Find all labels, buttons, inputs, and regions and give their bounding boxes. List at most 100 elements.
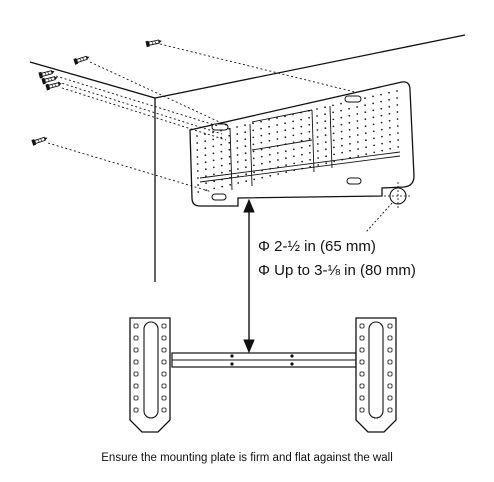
perforation-dot [244, 131, 247, 134]
perforation-dot [340, 123, 343, 126]
wall-bracket [129, 317, 397, 433]
perforation-dot [300, 146, 303, 149]
perforation-dot [356, 113, 359, 115]
perforation-dot [268, 132, 271, 135]
bracket-hole [359, 335, 365, 341]
perforation-dot [244, 138, 247, 141]
perforation-dot [245, 166, 247, 169]
perforation-dot [285, 157, 287, 160]
perforation-dot [253, 164, 255, 167]
perforation-dot [228, 162, 231, 165]
perforation-dot [316, 115, 318, 117]
perforation-dot [205, 175, 207, 178]
perforation-dot [325, 155, 327, 158]
perforation-dot [388, 126, 391, 129]
bracket-hole [161, 359, 167, 365]
perforation-dot [252, 150, 255, 153]
perforation-dot [220, 136, 223, 139]
perforation-dot [228, 127, 230, 130]
perforation-dot [364, 104, 366, 107]
perforation-dot [364, 125, 367, 128]
perforation-dot [196, 163, 199, 165]
perforation-dot [244, 145, 247, 148]
perforation-dot [237, 182, 240, 184]
perforation-dot [212, 145, 215, 148]
perforation-dot [204, 168, 207, 171]
perforation-dot [396, 90, 398, 92]
bracket-hole [161, 383, 167, 389]
perforation-dot [268, 125, 270, 128]
perforation-dot [277, 159, 279, 161]
perforation-dot [396, 104, 399, 106]
perforation-dot [381, 135, 383, 138]
bracket-hole [161, 323, 167, 329]
perforation-dot [236, 147, 239, 149]
perforation-dot [205, 182, 208, 185]
perforation-dot [349, 149, 351, 152]
perforation-dot [196, 156, 199, 158]
perforation-dot [348, 121, 351, 124]
perforation-dot [340, 109, 342, 112]
bracket-hole [387, 335, 393, 341]
bracket-holes [133, 323, 393, 413]
perforation-dot [381, 149, 384, 152]
perforation-dot [381, 142, 383, 145]
perforation-dot [292, 148, 295, 151]
perforation-dot [372, 123, 375, 126]
perforation-dot [212, 159, 215, 162]
perforation-dot [244, 152, 247, 155]
perforation-dot [204, 154, 207, 157]
perforation-dot [356, 134, 359, 136]
perforation-dot [196, 135, 198, 137]
perforation-dot [397, 139, 399, 141]
perforation-dot [364, 97, 366, 100]
perforation-dot [212, 131, 214, 134]
perforation-dot [252, 157, 255, 160]
bracket-hole [387, 359, 393, 365]
perforation-dot [276, 117, 278, 119]
perforation-dot [196, 170, 199, 172]
perforation-dot [284, 150, 287, 153]
perforation-dot [388, 98, 390, 101]
perforation-dot [277, 173, 280, 175]
perforation-dot [372, 116, 375, 119]
perforation-dot [293, 162, 295, 165]
bracket-hole [387, 371, 393, 377]
perforation-dot [253, 178, 256, 181]
perforation-dot [348, 128, 351, 131]
perforation-dot [260, 148, 263, 151]
perforation-dot [372, 109, 375, 112]
perforation-dot [348, 107, 350, 110]
perforation-dot [365, 146, 367, 149]
perforation-dot [332, 139, 335, 142]
perforation-dot [292, 120, 294, 123]
perforation-dot [252, 122, 254, 125]
perforation-dot [308, 116, 310, 119]
bracket-hole [133, 359, 139, 365]
perforation-dot [372, 130, 375, 133]
perforation-dot [380, 121, 383, 124]
perforation-dot [380, 107, 383, 110]
perforation-dot [245, 173, 248, 176]
perforation-dot [196, 149, 199, 151]
hole-diameter-label: Φ 2-½ in (65 mm) [258, 238, 376, 255]
perforation-dot [325, 148, 327, 151]
perforation-dot [261, 176, 264, 179]
hole-diameter-marker [365, 182, 412, 233]
perforation-dot [356, 127, 359, 129]
bracket-hole [133, 371, 139, 377]
screw-group [31, 39, 162, 146]
perforation-dot [340, 137, 343, 140]
perforation-dot [380, 114, 383, 117]
perforation-dot [356, 106, 358, 108]
perforation-dot [292, 134, 295, 137]
perforation-dot [324, 113, 326, 116]
perforation-dot [252, 129, 255, 132]
perforation-dot [197, 184, 200, 186]
perforation-dot [332, 104, 334, 107]
perforation-dot [380, 93, 382, 96]
perforation-dot [332, 111, 334, 114]
perforation-dot [372, 102, 374, 105]
perforation-dot [365, 139, 367, 142]
